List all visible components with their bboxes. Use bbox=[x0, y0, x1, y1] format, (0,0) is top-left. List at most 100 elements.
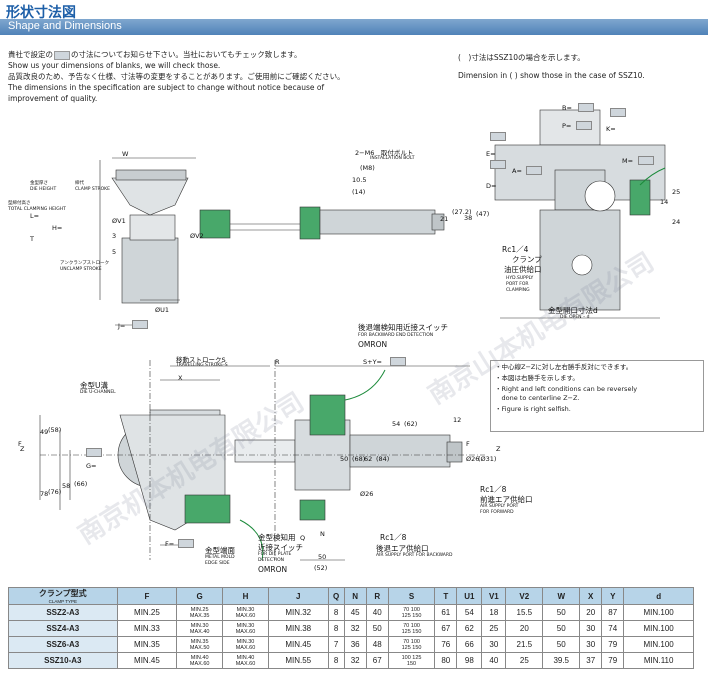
cell-n: 36 bbox=[343, 636, 367, 653]
cell-n: 32 bbox=[343, 620, 367, 637]
label-62: (62) bbox=[404, 420, 418, 428]
label-hyd-jp2: 油圧供給口 bbox=[504, 265, 542, 274]
label-54: 54 bbox=[392, 420, 401, 428]
cell-v1: 18 bbox=[481, 604, 507, 621]
cell-y: 74 bbox=[601, 620, 625, 637]
label-uch-en: DIE U-CHANNEL bbox=[80, 390, 116, 395]
cell-r: 40 bbox=[365, 604, 389, 621]
label-f: F= bbox=[165, 540, 175, 548]
label-t: T bbox=[30, 235, 34, 243]
label-uch-jp: 金型U溝 bbox=[80, 381, 108, 390]
label-z2: Z bbox=[496, 445, 501, 453]
cell-y: 79 bbox=[601, 636, 625, 653]
cell-v2: 25 bbox=[505, 652, 544, 669]
label-detsw-jp2: 近接スイッチ bbox=[258, 543, 303, 552]
col-header-1: F bbox=[116, 587, 178, 605]
cell-x: 20 bbox=[579, 604, 603, 621]
col-header-9: T bbox=[434, 587, 458, 605]
cell-w: 50 bbox=[542, 604, 581, 621]
cell-w: 50 bbox=[542, 620, 581, 637]
cell-x: 37 bbox=[579, 652, 603, 669]
label-26b: Ø26 bbox=[360, 490, 374, 498]
blank-b bbox=[578, 103, 594, 112]
info-line-4: done to centerline Z−Z. bbox=[495, 394, 580, 402]
title-bar bbox=[0, 19, 708, 35]
note-l3: 品質改良のため、予告なく仕様、寸法等の変更をすることがあります。ご使用前にご確認… bbox=[8, 72, 345, 81]
cell-t: 67 bbox=[434, 620, 458, 637]
note-l1b: の寸法についてお知らせ下さい。当社においてもチェック致します。 bbox=[71, 50, 302, 59]
note-r2: Dimension in ( ) show those in the case … bbox=[458, 71, 645, 80]
cell-j: MIN.45 bbox=[267, 636, 329, 653]
label-fwd-en1: AIR SUPPLY PORT bbox=[480, 504, 519, 509]
label-v1: ØV1 bbox=[112, 217, 126, 225]
label-14b: 14 bbox=[660, 198, 669, 206]
label-a: A= bbox=[512, 167, 522, 175]
label-bwd-en: AIR SUPPLY PORT FOR BACKWARD bbox=[376, 553, 453, 558]
cell-y: 87 bbox=[601, 604, 625, 621]
col-header-12: V2 bbox=[505, 587, 544, 605]
col-header-16: d bbox=[623, 587, 694, 605]
cell-d: MIN.100 bbox=[623, 604, 694, 621]
label-27-2: (27.2) bbox=[452, 208, 472, 216]
label-58: (58) bbox=[48, 426, 62, 434]
label-f1: F bbox=[466, 440, 470, 448]
blank-a bbox=[526, 166, 542, 175]
label-31: (Ø31) bbox=[478, 455, 497, 463]
label-w: W bbox=[122, 150, 129, 158]
info-box: ・中心線Z−Zに対し左右勝手反対にできます。 ・本図は右勝手を示します。 ・Ri… bbox=[490, 360, 704, 432]
label-66: (66) bbox=[74, 480, 88, 488]
blank-m bbox=[638, 156, 654, 165]
label-h: H= bbox=[52, 224, 63, 232]
label-5: 5 bbox=[112, 248, 117, 256]
cell-d: MIN.100 bbox=[623, 636, 694, 653]
label-hyd-jp: クランプ bbox=[512, 255, 542, 264]
cell-t: 61 bbox=[434, 604, 458, 621]
cell-u1: 66 bbox=[456, 636, 483, 653]
label-52: (52) bbox=[314, 564, 328, 572]
notes-left: 貴社で設定のの寸法についてお知らせ下さい。当社においてもチェック致します。 Sh… bbox=[8, 49, 448, 104]
label-rc18b: Rc1／8 bbox=[380, 533, 407, 542]
notes-right: ( )寸法はSSZ10の場合を示します。 Dimension in ( ) sh… bbox=[458, 49, 703, 85]
label-3: 3 bbox=[112, 232, 117, 240]
label-r: R bbox=[275, 358, 280, 366]
label-38: 38 bbox=[464, 214, 473, 222]
label-rc14: Rc1／4 bbox=[502, 245, 529, 254]
label-hyd-en2: PORT FOR bbox=[506, 282, 529, 287]
label-b: B= bbox=[562, 104, 572, 112]
label-hyd-en1: HYD.SUPPLY bbox=[506, 276, 534, 281]
label-dieopen-jp: 金型開口寸法d bbox=[548, 306, 598, 315]
label-sy: S+Y= bbox=[363, 358, 382, 366]
blank-p bbox=[576, 121, 592, 130]
title-jp: 形状寸法図 bbox=[6, 5, 76, 21]
label-49: 49 bbox=[40, 428, 49, 436]
label-58b: 58 bbox=[62, 482, 71, 490]
label-backsw-jp: 後退端検知用近接スイッチ bbox=[358, 323, 448, 332]
cell-q: 8 bbox=[327, 604, 345, 621]
blank-swatch bbox=[54, 50, 70, 60]
label-76: (76) bbox=[48, 488, 62, 496]
label-84: (84) bbox=[376, 455, 390, 463]
label-clamp-en: CLAMP STROKE bbox=[75, 187, 110, 192]
cell-j: MIN.32 bbox=[267, 604, 329, 621]
col-header-7: R bbox=[365, 587, 389, 605]
cell-v1: 30 bbox=[481, 636, 507, 653]
label-k: K= bbox=[606, 125, 616, 133]
label-g: G= bbox=[86, 462, 97, 470]
cell-v2: 20 bbox=[505, 620, 544, 637]
col-header-14: X bbox=[579, 587, 603, 605]
cell-r: 67 bbox=[365, 652, 389, 669]
info-line-5: ・Figure is right selfish. bbox=[495, 405, 571, 413]
blank-j bbox=[132, 320, 148, 329]
col-header-15: Y bbox=[601, 587, 625, 605]
label-47: (47) bbox=[476, 210, 490, 218]
label-d: D= bbox=[486, 182, 497, 190]
cell-d: MIN.100 bbox=[623, 620, 694, 637]
note-r1: ( )寸法はSSZ10の場合を示します。 bbox=[458, 53, 585, 62]
